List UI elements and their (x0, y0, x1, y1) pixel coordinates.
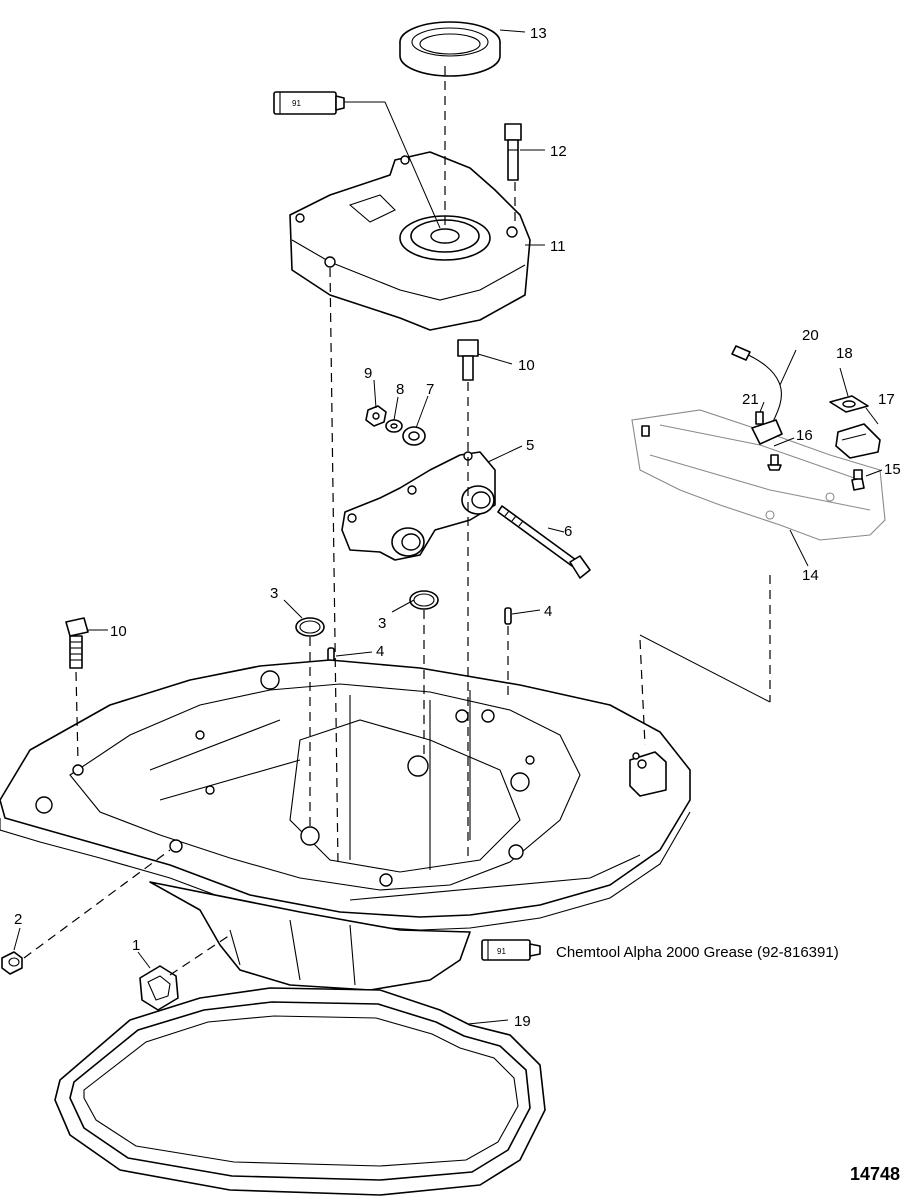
o-ring-part-3-right (409, 590, 439, 610)
callout-12: 12 (550, 143, 567, 160)
callout-20: 20 (802, 327, 819, 344)
switch-part-17 (835, 423, 881, 459)
callout-14: 14 (802, 567, 819, 584)
lower-housing (149, 881, 471, 991)
alignment-lines (23, 66, 771, 976)
grease-tube-code: 91 (292, 99, 301, 108)
long-bolt-part-6 (497, 505, 591, 579)
callout-5: 5 (526, 437, 534, 454)
grease-tube-icon: 91 (273, 91, 345, 115)
callout-16: 16 (796, 427, 813, 444)
gasket-part-19 (54, 987, 546, 1196)
sensor-harness-part-20 (731, 345, 783, 445)
dowel-pin-part-4-right (504, 607, 512, 625)
callout-8: 8 (396, 381, 404, 398)
coupler-part-1 (139, 965, 179, 1011)
callout-4-left: 4 (376, 643, 384, 660)
callout-10-upper: 10 (518, 357, 535, 374)
screw-part-21 (755, 411, 764, 425)
callout-labels: 1 2 3 3 4 4 5 6 7 8 9 10 10 11 12 13 14 … (14, 25, 901, 1030)
seal-part-13 (399, 21, 501, 77)
callout-15: 15 (884, 461, 901, 478)
adapter-plate (0, 659, 691, 931)
callout-7: 7 (426, 381, 434, 398)
callout-18: 18 (836, 345, 853, 362)
cover-housing-part-11 (289, 151, 531, 331)
o-ring-part-3-left (295, 617, 325, 637)
callout-11: 11 (550, 238, 566, 255)
bolt-part-10-upper (457, 339, 479, 381)
callout-2: 2 (14, 911, 22, 928)
bolt-part-12 (504, 123, 522, 181)
nut-part-9 (365, 405, 387, 427)
gasket-part-18 (829, 395, 869, 413)
callout-3-left: 3 (270, 585, 278, 602)
callout-6: 6 (564, 523, 572, 540)
callout-19: 19 (514, 1013, 531, 1030)
screw-part-16 (767, 454, 782, 471)
bolt-part-10-lower (65, 617, 89, 669)
grease-tube-legend-icon: 91 (481, 939, 541, 961)
legend-tube-code: 91 (497, 947, 506, 956)
screw-small-left (641, 425, 650, 437)
lubricant-legend-text: Chemtool Alpha 2000 Grease (92-816391) (556, 944, 839, 961)
callout-13: 13 (530, 25, 547, 42)
callout-3-right: 3 (378, 615, 386, 632)
callout-21: 21 (742, 391, 759, 408)
callout-9: 9 (364, 365, 372, 382)
screw-part-15 (851, 469, 865, 491)
figure-number: 14748 (850, 1164, 900, 1184)
plug-part-2 (1, 951, 23, 975)
callout-4-right: 4 (544, 603, 552, 620)
callout-10-lower: 10 (110, 623, 127, 640)
washer-part-8 (385, 419, 403, 433)
callout-17: 17 (878, 391, 895, 408)
bracket-part-5 (341, 451, 496, 561)
leader-lines (13, 29, 883, 1025)
washer-part-7 (402, 426, 426, 446)
callout-1: 1 (132, 937, 140, 954)
